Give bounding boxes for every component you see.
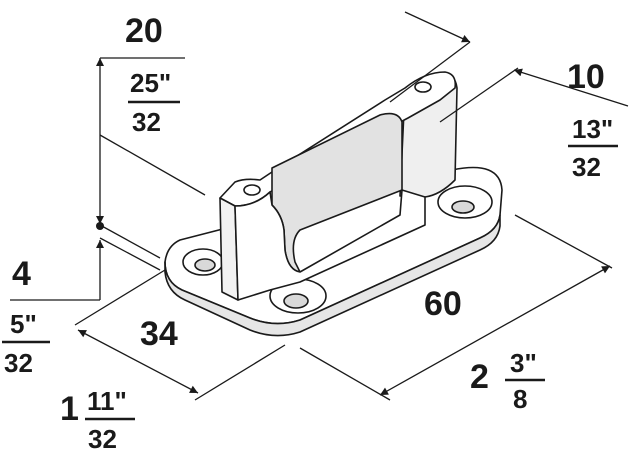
- mounting-hole-right: [437, 185, 493, 219]
- length-inch-denominator: 8: [513, 384, 527, 414]
- front-web: [234, 189, 426, 301]
- length-inch-whole: 2: [470, 358, 489, 396]
- rail-hole-right: [414, 81, 432, 93]
- mounting-hole-left: [182, 248, 224, 276]
- bracket-part: [164, 71, 503, 337]
- height-mm-label: 20: [125, 12, 163, 50]
- rail-width-inch-denominator: 32: [572, 152, 601, 182]
- length-arrow: [379, 265, 611, 396]
- thickness-mm-label: 4: [12, 255, 31, 293]
- depth-inch-numerator: 11": [87, 386, 127, 416]
- depth-arrow: [77, 329, 199, 394]
- length-mm-label: 60: [424, 285, 462, 323]
- depth-inch-denominator: 32: [88, 424, 117, 454]
- rail-width-mm-label: 10: [567, 58, 605, 96]
- dimension-lines: [10, 11, 629, 401]
- thickness-inch-denominator: 32: [4, 348, 33, 378]
- rail-hole-left: [243, 184, 261, 196]
- height-inch-numerator: 25": [130, 68, 171, 98]
- base-plate-edge: [164, 214, 501, 337]
- length-inch-numerator: 3": [510, 348, 537, 378]
- mounting-hole-front: [269, 278, 327, 314]
- rail-width-arrow: [513, 68, 629, 107]
- height-inch-denominator: 32: [132, 107, 161, 137]
- rail-width-inch-numerator: 13": [572, 114, 613, 144]
- thickness-inch-numerator: 5": [10, 309, 37, 339]
- depth-mm-label: 34: [140, 315, 178, 353]
- depth-inch-whole: 1: [60, 390, 79, 428]
